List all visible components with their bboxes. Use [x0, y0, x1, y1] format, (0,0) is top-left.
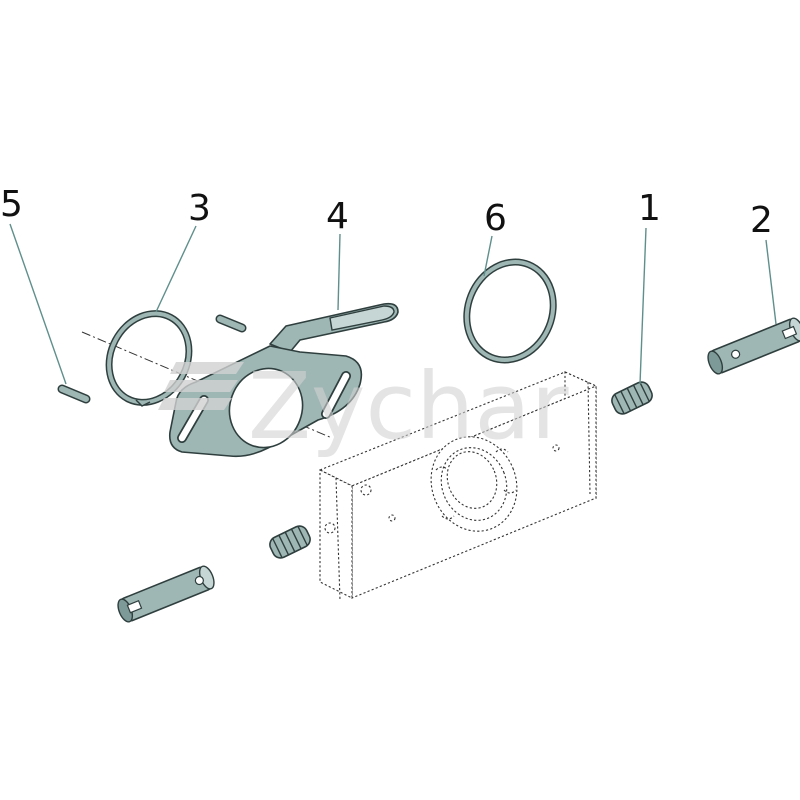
callout-4: 4 — [326, 196, 349, 237]
watermark-logo-icon — [158, 362, 244, 410]
callout-2: 2 — [750, 200, 773, 241]
callout-6: 6 — [484, 198, 507, 239]
callout-1: 1 — [638, 188, 661, 229]
leader-4 — [337, 233, 341, 311]
spring-part-1-second — [269, 525, 311, 559]
circlip-part-3 — [105, 310, 193, 407]
spring-part-1 — [611, 381, 653, 415]
pin-part-5-second — [215, 314, 247, 333]
watermark-text: Zychar — [248, 353, 569, 460]
pin-part-2 — [707, 317, 800, 375]
callout-5: 5 — [0, 184, 23, 225]
housing-bore — [430, 436, 518, 532]
lock-plate-part-4 — [168, 302, 399, 458]
pin-part-5 — [57, 384, 91, 404]
callout-3: 3 — [188, 188, 211, 229]
housing-block — [318, 371, 598, 601]
o-ring-part-6 — [463, 258, 557, 364]
watermark: Zychar — [158, 353, 569, 460]
pin-part-2-second — [117, 565, 215, 623]
leader-5 — [9, 223, 67, 385]
leader-2 — [765, 239, 777, 325]
leader-1 — [639, 227, 647, 385]
leader-6 — [483, 235, 493, 277]
leader-3 — [155, 225, 197, 313]
